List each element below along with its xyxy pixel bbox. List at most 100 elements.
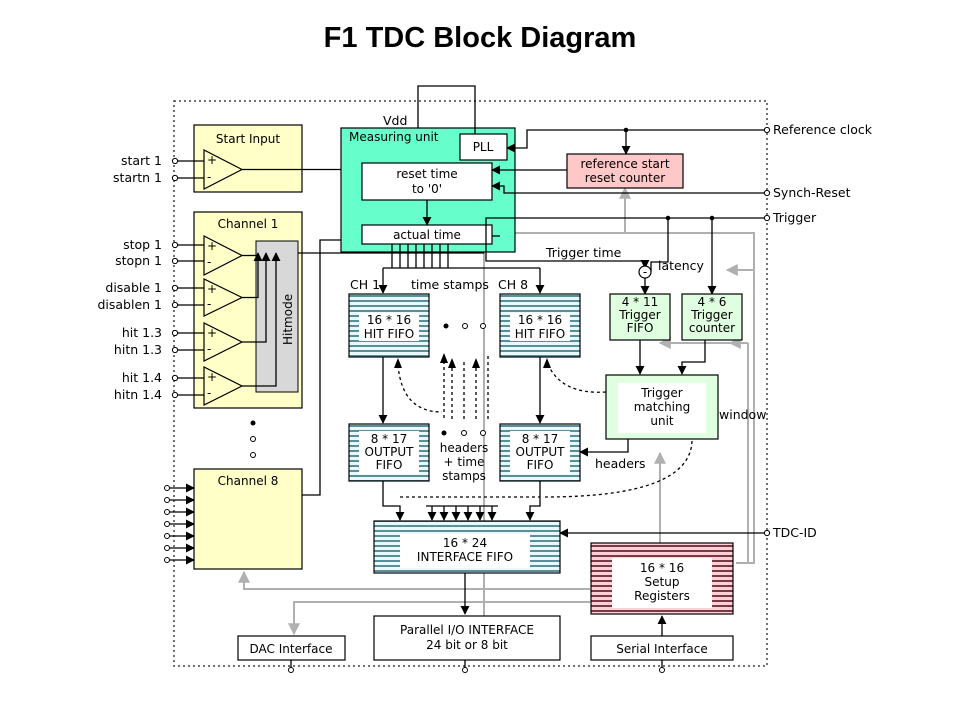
svg-text:-: -	[207, 170, 211, 184]
dashed-arrowheads	[394, 353, 551, 368]
pin-ref-clock-dot	[763, 126, 771, 134]
measuring-unit-label: Measuring unit	[349, 130, 439, 144]
trigger-counter-line-2: Trigger	[690, 308, 732, 322]
svg-text:+: +	[207, 326, 217, 340]
ellipsis-dots-hit-fifo	[443, 323, 486, 329]
matching-to-output-wire	[579, 439, 629, 457]
ch8-label: CH 8	[498, 277, 528, 292]
hit-fifo-ch1-line-1: 16 * 16	[367, 313, 411, 327]
svg-text:+: +	[207, 153, 217, 167]
trigger-counter-line-3: counter	[689, 321, 735, 335]
pll-label: PLL	[473, 140, 494, 154]
hit-fifo-ch8-line-1: 16 * 16	[518, 313, 562, 327]
ellipsis-dots-left	[250, 420, 256, 458]
trigger-time-label: Trigger time	[545, 245, 622, 260]
pin-hit-1-4: hit 1.4	[122, 370, 162, 385]
output-fifo-1-line-2: OUTPUT	[365, 445, 415, 459]
svg-text:-: -	[207, 342, 211, 356]
dac-interface-block	[237, 635, 346, 661]
pin-reference-clock: Reference clock	[773, 122, 873, 137]
pin-trigger-dot	[763, 214, 771, 222]
pin-start-1: start 1	[121, 153, 162, 168]
channel-8-inputs	[164, 483, 195, 565]
svg-text:+: +	[207, 239, 217, 253]
interface-fifo-line-1: 16 * 24	[443, 536, 487, 550]
pin-stopn-1: stopn 1	[115, 253, 162, 268]
trigger-fifo-line-2: Trigger	[618, 308, 660, 322]
chip-outline	[173, 100, 768, 667]
trigger-matching-line-3: unit	[650, 414, 674, 428]
subtractor-minus: -	[643, 265, 647, 279]
pin-synch-reset: Synch-Reset	[773, 185, 851, 200]
pin-hitn-1-3: hitn 1.3	[114, 342, 162, 357]
hitmode-block	[255, 240, 299, 393]
time-stamps-label: time stamps	[411, 277, 489, 292]
headers-time-stamps-line-1: headers	[440, 441, 489, 455]
svg-text:-: -	[207, 297, 211, 311]
ellipsis-dots-output	[441, 430, 486, 436]
right-pin-wires	[485, 127, 765, 538]
output-fifo-1-line-3: FIFO	[376, 458, 403, 472]
trigger-counter-line-1: 4 * 6	[698, 295, 727, 309]
parallel-io-line-1: Parallel I/O INTERFACE	[400, 623, 534, 637]
start-comparator: +-	[203, 149, 244, 190]
svg-text:+: +	[207, 282, 217, 296]
channel-1-comparators: +- +- +- +-	[203, 235, 244, 406]
parallel-io-line-2: 24 bit or 8 bit	[426, 638, 508, 652]
time-stamp-bus	[378, 244, 545, 294]
output-fifo-1-line-1: 8 * 17	[371, 432, 408, 446]
ref-counter-line-2: reset counter	[585, 171, 665, 185]
channel-1-label: Channel 1	[218, 217, 279, 231]
left-pin-wires	[171, 157, 204, 399]
window-label: window	[719, 407, 766, 422]
ref-counter-line-1: reference start	[580, 157, 669, 171]
trigger-matching-line-2: matching	[634, 400, 691, 414]
serial-interface-label: Serial Interface	[616, 642, 708, 656]
hitmode-wires	[242, 252, 484, 387]
trigger-fifo-line-1: 4 * 11	[622, 295, 659, 309]
latency-label: latency	[658, 258, 705, 273]
hit-fifo-ch8-line-2: HIT FIFO	[515, 327, 566, 341]
setup-registers-line-2: Setup	[645, 575, 680, 589]
serial-interface-block	[590, 635, 734, 661]
pin-disable-1: disable 1	[105, 280, 162, 295]
pin-stop-1: stop 1	[123, 237, 162, 252]
start-input-label: Start Input	[216, 132, 280, 146]
parallel-io-block	[373, 615, 561, 661]
pin-startn-1: startn 1	[113, 170, 162, 185]
trigger-fifo-line-3: FIFO	[627, 321, 654, 335]
pin-synch-reset-dot	[763, 189, 771, 197]
headers-time-stamps-line-3: stamps	[442, 469, 486, 483]
setup-registers-line-1: 16 * 16	[640, 561, 684, 575]
svg-text:+: +	[207, 370, 217, 384]
output-fifo-8-line-1: 8 * 17	[522, 432, 559, 446]
output-fifo-8-line-2: OUTPUT	[516, 445, 566, 459]
reference-start-reset-counter-block	[566, 153, 684, 189]
pll-loop-wire	[417, 85, 476, 134]
reset-time-line-2: to '0'	[412, 182, 442, 196]
page-title: F1 TDC Block Diagram	[323, 22, 637, 54]
pll-block	[459, 133, 508, 161]
pin-trigger: Trigger	[772, 210, 817, 225]
interface-fifo-feed-wires	[382, 481, 541, 521]
dac-interface-label: DAC Interface	[250, 642, 333, 656]
pin-hitn-1-4: hitn 1.4	[114, 387, 162, 402]
interface-fifo-line-2: INTERFACE FIFO	[417, 550, 513, 564]
svg-text:-: -	[207, 386, 211, 400]
trigger-counter-block	[681, 293, 743, 341]
bottom-pins	[288, 660, 665, 673]
headers-label: headers	[595, 456, 646, 471]
pin-tdc-id: TDC-ID	[772, 525, 817, 540]
channel-8-block	[193, 468, 303, 570]
hit-fifo-ch1-line-2: HIT FIFO	[364, 327, 415, 341]
ch1-label: CH 1	[350, 277, 380, 292]
headers-time-stamps-line-2: + time	[444, 455, 485, 469]
trigger-matching-line-1: Trigger	[640, 386, 682, 400]
output-fifo-8-line-3: FIFO	[527, 458, 554, 472]
reset-time-line-1: reset time	[396, 167, 457, 181]
pin-disablen-1: disablen 1	[97, 297, 162, 312]
channel-8-label: Channel 8	[218, 474, 279, 488]
pin-tdc-id-dot	[763, 529, 771, 537]
trigger-counter-to-matching-wire	[677, 340, 706, 375]
